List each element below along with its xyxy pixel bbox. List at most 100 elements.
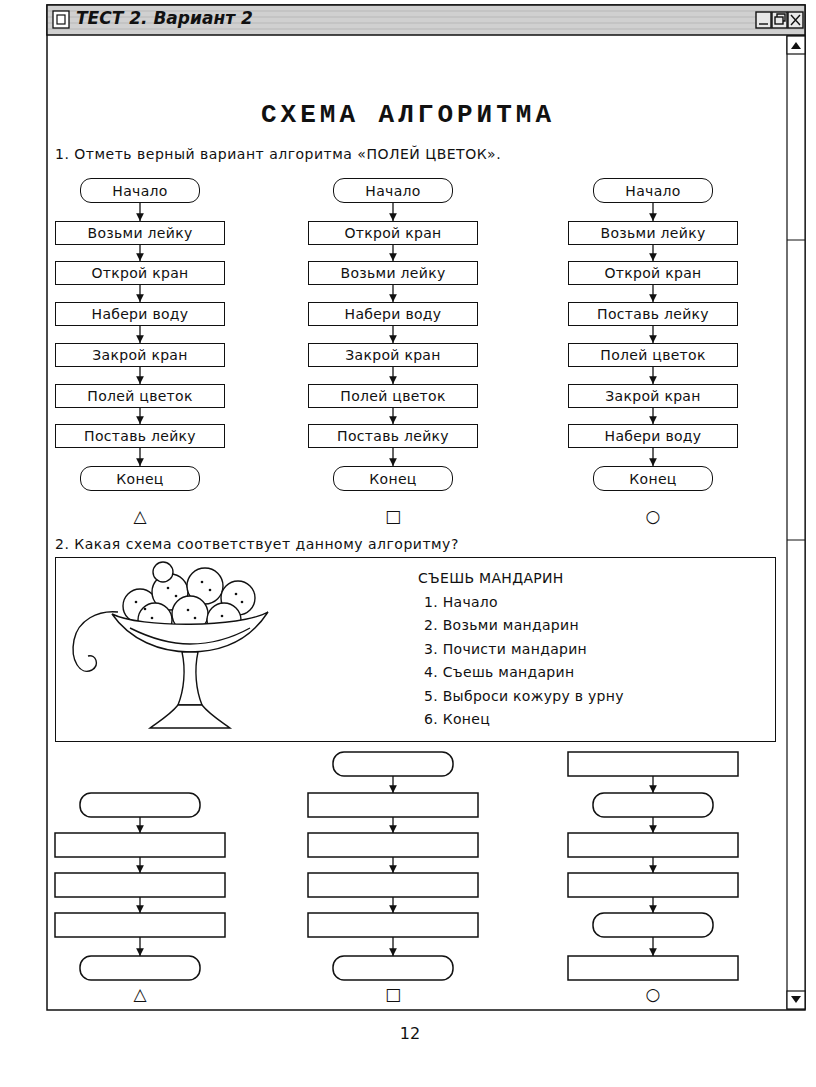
box-text: Возьми лейку	[341, 265, 446, 281]
box-text: Закрой кран	[92, 347, 187, 363]
algorithm-title: СЪЕШЬ МАНДАРИН	[418, 567, 765, 591]
mandarin-leaf-top	[153, 562, 173, 582]
window-icon	[53, 11, 69, 28]
algorithm-step: 6. Конец	[424, 708, 765, 732]
answer-mark: □	[385, 506, 401, 526]
blank-arrow	[139, 857, 140, 873]
process-box: Возьми лейку	[308, 261, 478, 285]
box-text: Полей цветок	[600, 347, 705, 363]
page-number: 12	[400, 1024, 420, 1043]
question-text: 1. Отметь верный вариант алгоритма «ПОЛЕ…	[55, 146, 501, 162]
window-buttons	[756, 12, 803, 28]
flow-arrow	[392, 367, 393, 384]
blank-arrow	[139, 817, 140, 833]
flow-arrow	[652, 326, 653, 343]
flow-arrow	[652, 245, 653, 261]
box-text: Поставь лейку	[337, 428, 449, 444]
flow-arrow	[392, 285, 393, 302]
blank-arrow	[139, 937, 140, 956]
blank-terminal	[593, 913, 713, 937]
process-box: Полей цветок	[308, 384, 478, 408]
blank-process	[308, 873, 478, 897]
box-text: Набери воду	[605, 428, 702, 444]
process-box: Открой кран	[55, 261, 225, 285]
bowl-stem	[178, 652, 202, 705]
blank-process	[568, 833, 738, 857]
flow-arrow	[392, 326, 393, 343]
title-bar	[47, 5, 805, 35]
window-border	[47, 5, 805, 1010]
blank-process	[568, 956, 738, 980]
box-text: Конец	[629, 471, 676, 487]
answer-mark: ○	[646, 506, 661, 526]
flow-arrow	[652, 408, 653, 424]
terminal-box: Начало	[593, 178, 713, 203]
algorithm-step: 5. Выброси кожуру в урну	[424, 685, 765, 709]
terminal-box: Начало	[80, 178, 200, 203]
box-text: Начало	[625, 183, 680, 199]
box-text: Поставь лейку	[84, 428, 196, 444]
answer-mark: □	[385, 984, 401, 1004]
blank-arrow	[392, 817, 393, 833]
process-box: Поставь лейку	[308, 424, 478, 448]
process-box: Закрой кран	[568, 384, 738, 408]
box-text: Полей цветок	[87, 388, 192, 404]
flow-arrow	[139, 408, 140, 424]
blank-process	[308, 833, 478, 857]
process-box: Поставь лейку	[568, 302, 738, 326]
blank-arrow	[392, 897, 393, 913]
box-text: Полей цветок	[340, 388, 445, 404]
box-text: Набери воду	[345, 306, 442, 322]
process-box: Открой кран	[568, 261, 738, 285]
flow-arrow	[652, 367, 653, 384]
box-text: Конец	[116, 471, 163, 487]
scrollbar	[787, 36, 805, 1009]
blank-terminal	[333, 752, 453, 776]
answer-mark: ○	[646, 984, 661, 1004]
box-text: Открой кран	[344, 225, 441, 241]
blank-process	[55, 913, 225, 937]
flow-arrow	[652, 203, 653, 221]
process-box: Возьми лейку	[568, 221, 738, 245]
blank-process	[55, 833, 225, 857]
answer-mark: △	[133, 984, 146, 1004]
algorithm-step: 2. Возьми мандарин	[424, 614, 765, 638]
flow-arrow	[392, 203, 393, 221]
blank-arrow	[139, 897, 140, 913]
terminal-box: Конец	[80, 466, 200, 491]
process-box: Набери воду	[308, 302, 478, 326]
flow-arrow	[139, 285, 140, 302]
question-text: 2. Какая схема соответствует данному алг…	[55, 536, 459, 552]
flow-arrow	[139, 245, 140, 261]
box-text: Открой кран	[604, 265, 701, 281]
blank-process	[568, 873, 738, 897]
box-text: Возьми лейку	[88, 225, 193, 241]
blank-arrow	[652, 857, 653, 873]
flow-arrow	[139, 448, 140, 466]
box-text: Конец	[369, 471, 416, 487]
flow-arrow	[139, 367, 140, 384]
box-text: Закрой кран	[345, 347, 440, 363]
box-text: Закрой кран	[605, 388, 700, 404]
box-text: Возьми лейку	[601, 225, 706, 241]
terminal-box: Начало	[333, 178, 453, 203]
process-box: Набери воду	[55, 302, 225, 326]
blank-process	[55, 873, 225, 897]
process-box: Поставь лейку	[55, 424, 225, 448]
answer-mark: △	[133, 506, 146, 526]
mandarin-dots	[135, 581, 244, 620]
box-text: Начало	[112, 183, 167, 199]
process-box: Полей цветок	[568, 343, 738, 367]
flow-arrow	[652, 285, 653, 302]
box-text: Начало	[365, 183, 420, 199]
bowl-rim	[130, 628, 250, 644]
process-box: Закрой кран	[308, 343, 478, 367]
heading: СХЕМА АЛГОРИТМА	[0, 100, 816, 130]
box-text: Открой кран	[91, 265, 188, 281]
blank-arrow	[652, 937, 653, 956]
blank-arrow	[652, 776, 653, 793]
terminal-box: Конец	[593, 466, 713, 491]
process-box: Набери воду	[568, 424, 738, 448]
blank-process	[568, 752, 738, 776]
blank-arrow	[652, 897, 653, 913]
